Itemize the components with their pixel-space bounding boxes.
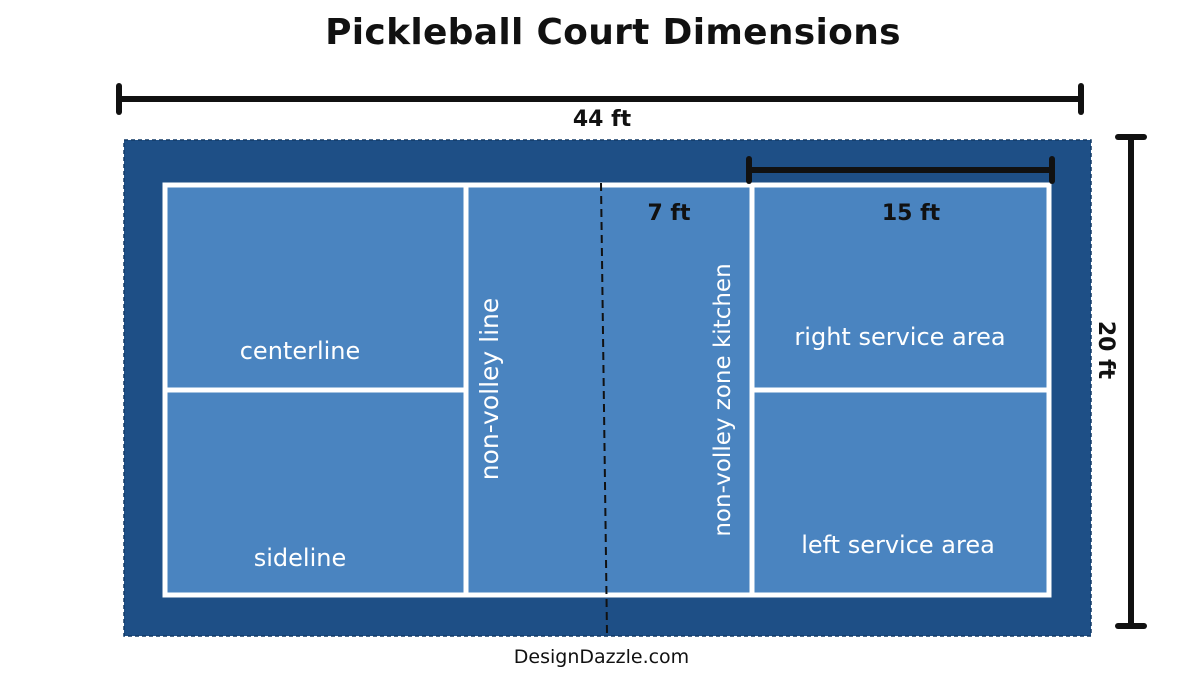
- width-dimension-bar: [1115, 134, 1147, 629]
- kitchen-label: non-volley zone kitchen: [710, 263, 736, 536]
- centerline-label: centerline: [240, 337, 361, 365]
- kitchen-dimension-label: 7 ft: [647, 201, 691, 226]
- sideline-label: sideline: [254, 544, 346, 572]
- length-dimension-bar: [116, 83, 1084, 115]
- page-title: Pickleball Court Dimensions: [325, 12, 901, 53]
- net-line: [600, 182, 608, 635]
- length-label: 44 ft: [573, 107, 632, 132]
- court-lines: [162, 182, 1052, 598]
- width-label: 20 ft: [1093, 321, 1118, 380]
- service-dimension-bar: [746, 156, 1055, 184]
- non-volley-line-label: non-volley line: [475, 298, 504, 481]
- left-service-area-label: left service area: [801, 531, 995, 559]
- service-dimension-label: 15 ft: [882, 201, 941, 226]
- right-service-area-label: right service area: [794, 323, 1005, 351]
- credit-text: DesignDazzle.com: [513, 646, 690, 668]
